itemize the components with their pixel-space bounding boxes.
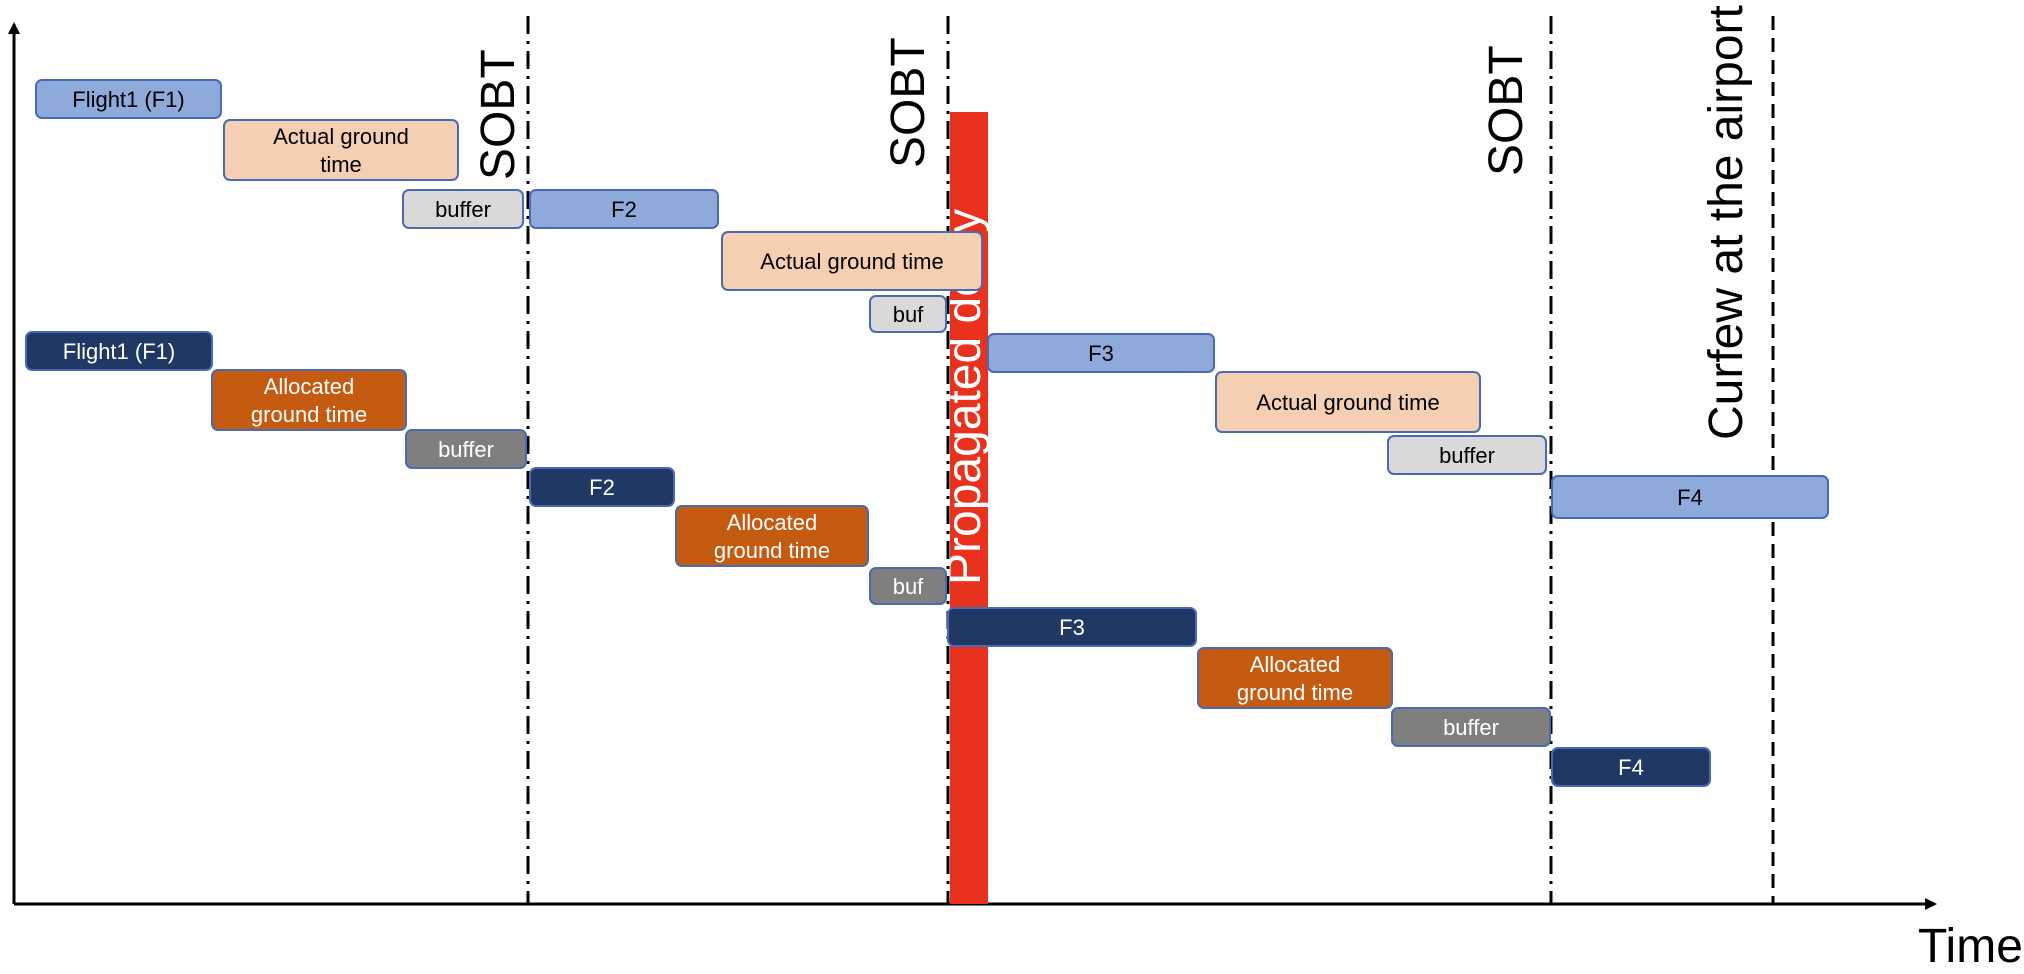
box-label: time [320,152,362,177]
box-label: F3 [1059,615,1085,640]
x-axis-label: Time [1918,920,2023,973]
allocated-buffer-box: buffer [405,429,527,469]
allocated-ground-box: Allocated ground time [675,505,869,567]
box-shape [1391,707,1551,747]
box-shape [529,467,675,507]
box-shape [25,331,213,371]
allocated-flight-box: F2 [529,467,675,507]
box-shape [987,333,1215,373]
box-label: Actual ground [273,124,409,149]
box-label: buffer [1439,443,1495,468]
box-shape [721,231,983,291]
box-label: ground time [1237,680,1353,705]
actual-buffer-box: buffer [402,189,524,229]
actual-ground-box: Actual ground time [223,119,459,181]
box-label: ground time [251,402,367,427]
actual-flight-box: Flight1 (F1) [35,79,222,119]
box-shape [1197,647,1393,709]
curfew-label: Curfew at the airport [1700,5,1753,440]
box-shape [405,429,527,469]
sobt-label-1: SOBT [472,49,525,180]
box-label: ground time [714,538,830,563]
allocated-buffer-box: buf [869,567,947,605]
box-shape [35,79,222,119]
box-shape [947,607,1197,647]
sobt-label-3: SOBT [1480,45,1533,176]
allocated-flight-box: Flight1 (F1) [25,331,213,371]
box-shape [675,505,869,567]
sobt-label-2: SOBT [882,37,935,168]
actual-flight-box: F2 [529,189,719,229]
actual-buffer-box: buffer [1387,435,1547,475]
box-label: F3 [1088,341,1114,366]
box-label: F2 [611,197,637,222]
allocated-buffer-box: buffer [1391,707,1551,747]
allocated-flight-box: F4 [1551,747,1711,787]
actual-flight-box: F4 [1551,475,1829,519]
box-label: buffer [1443,715,1499,740]
box-shape [211,369,407,431]
actual-ground-box: Actual ground time [1215,371,1481,433]
allocated-ground-box: Allocated ground time [1197,647,1393,709]
box-label: Allocated [264,374,355,399]
box-shape [1551,747,1711,787]
actual-flight-box: F3 [987,333,1215,373]
allocated-ground-box: Allocated ground time [211,369,407,431]
box-label: buffer [438,437,494,462]
box-shape [1387,435,1547,475]
box-label: Allocated [1250,652,1341,677]
box-shape [529,189,719,229]
box-label: F2 [589,475,615,500]
box-label: F4 [1677,485,1703,510]
allocated-flight-box: F3 [947,607,1197,647]
box-shape [223,119,459,181]
actual-buffer-box: buf [869,295,947,333]
box-shape [869,567,947,605]
box-label: buffer [435,197,491,222]
box-label: buf [893,574,924,599]
box-label: Actual ground time [1256,390,1439,415]
box-label: buf [893,302,924,327]
box-shape [1551,475,1829,519]
box-shape [869,295,947,333]
box-label: Allocated [727,510,818,535]
box-label: Flight1 (F1) [63,339,175,364]
actual-ground-box: Actual ground time [721,231,983,291]
box-label: F4 [1618,755,1644,780]
box-shape [1215,371,1481,433]
box-label: Actual ground time [760,249,943,274]
box-shape [402,189,524,229]
box-label: Flight1 (F1) [72,87,184,112]
